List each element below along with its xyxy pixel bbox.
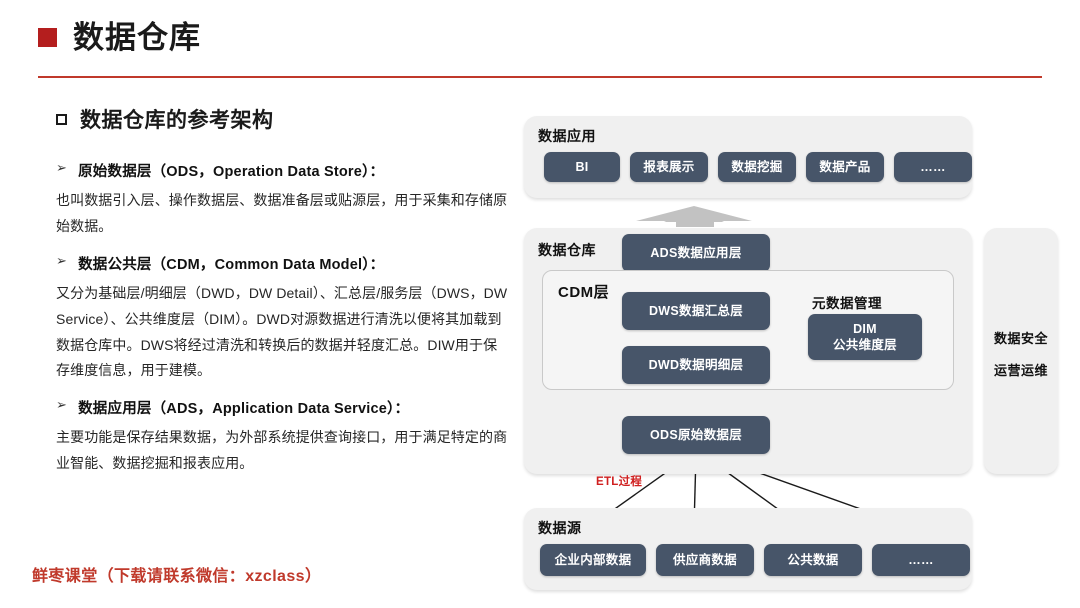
chip-report-display[interactable]: 报表展示 (630, 152, 708, 182)
metadata-management-label: 元数据管理 (812, 296, 882, 311)
paragraph-ads-heading: ➢ 数据应用层（ADS，Application Data Service）： (56, 397, 508, 418)
panel-security-ops (984, 228, 1058, 474)
chip-source-more[interactable]: …… (872, 544, 970, 576)
upward-flow-arrow-head-icon (636, 206, 752, 221)
chip-dws-layer[interactable]: DWS数据汇总层 (622, 292, 770, 330)
arrow-bullet-icon: ➢ (56, 397, 68, 413)
page-title: 数据仓库 (38, 22, 201, 53)
chip-supplier-data[interactable]: 供应商数据 (656, 544, 754, 576)
security-label: 数据安全 (993, 331, 1048, 346)
page-title-text: 数据仓库 (73, 20, 201, 55)
paragraph-ods-heading: ➢ 原始数据层（ODS，Operation Data Store）： (56, 160, 508, 181)
upward-flow-arrow-stem-icon (676, 218, 714, 227)
panel-cdm-layer-label: CDM层 (558, 284, 610, 301)
left-text-column: 数据仓库的参考架构 ➢ 原始数据层（ODS，Operation Data Sto… (56, 104, 508, 490)
chip-public-data[interactable]: 公共数据 (764, 544, 862, 576)
chip-bi[interactable]: BI (544, 152, 620, 182)
arrow-bullet-icon: ➢ (56, 252, 68, 268)
panel-data-source-label: 数据源 (538, 520, 582, 536)
panel-data-application-label: 数据应用 (538, 128, 596, 144)
title-square-bullet-icon (38, 28, 57, 47)
chip-dim-line2: 公共维度层 (832, 338, 897, 352)
paragraph-cdm-heading: ➢ 数据公共层（CDM，Common Data Model）： (56, 253, 508, 274)
paragraph-ads-body: 主要功能是保存结果数据，为外部系统提供查询接口，用于满足特定的商业智能、数据挖掘… (56, 429, 508, 472)
panel-data-warehouse-label: 数据仓库 (538, 242, 596, 258)
upward-flow-arrow-icon (664, 208, 724, 222)
paragraph-ods-body: 也叫数据引入层、操作数据层、数据准备层或贴源层，用于采集和存储原始数据。 (56, 192, 508, 234)
hollow-square-bullet-icon (56, 113, 67, 125)
paragraph-ads: ➢ 数据应用层（ADS，Application Data Service）： 主… (56, 397, 508, 477)
architecture-diagram: 数据应用 BI 报表展示 数据挖掘 数据产品 …… 数据仓库 ADS数据应用层 … (516, 110, 1066, 598)
section-heading-text: 数据仓库的参考架构 (80, 109, 274, 132)
operations-label: 运营运维 (993, 363, 1048, 378)
chip-dim-common-dimension[interactable]: DIM 公共维度层 (808, 314, 922, 360)
paragraph-cdm-body: 又分为基础层/明细层（DWD，DW Detail）、汇总层/服务层（DWS，DW… (56, 284, 508, 379)
chip-data-product[interactable]: 数据产品 (806, 152, 884, 182)
etl-process-label: ETL过程 (596, 476, 643, 488)
chip-enterprise-internal-data[interactable]: 企业内部数据 (540, 544, 646, 576)
chip-ads-layer[interactable]: ADS数据应用层 (622, 234, 770, 272)
chip-dim-line1: DIM (853, 322, 877, 336)
chip-application-more[interactable]: …… (894, 152, 972, 182)
arrow-bullet-icon: ➢ (56, 160, 68, 175)
chip-dwd-layer[interactable]: DWD数据明细层 (622, 346, 770, 384)
paragraph-cdm: ➢ 数据公共层（CDM，Common Data Model）： 又分为基础层/明… (56, 253, 508, 385)
paragraph-ads-heading-text: 数据应用层（ADS，Application Data Service）： (78, 401, 410, 418)
footer-watermark: 鲜枣课堂（下载请联系微信：xzclass） (32, 568, 322, 585)
paragraph-ods: ➢ 原始数据层（ODS，Operation Data Store）： 也叫数据引… (56, 160, 508, 240)
section-heading: 数据仓库的参考架构 (56, 104, 508, 134)
paragraph-cdm-heading-text: 数据公共层（CDM，Common Data Model）： (78, 256, 385, 273)
title-divider (38, 76, 1042, 78)
paragraph-ods-heading-text: 原始数据层（ODS，Operation Data Store）： (78, 164, 385, 180)
chip-ods-layer[interactable]: ODS原始数据层 (622, 416, 770, 454)
chip-data-mining[interactable]: 数据挖掘 (718, 152, 796, 182)
